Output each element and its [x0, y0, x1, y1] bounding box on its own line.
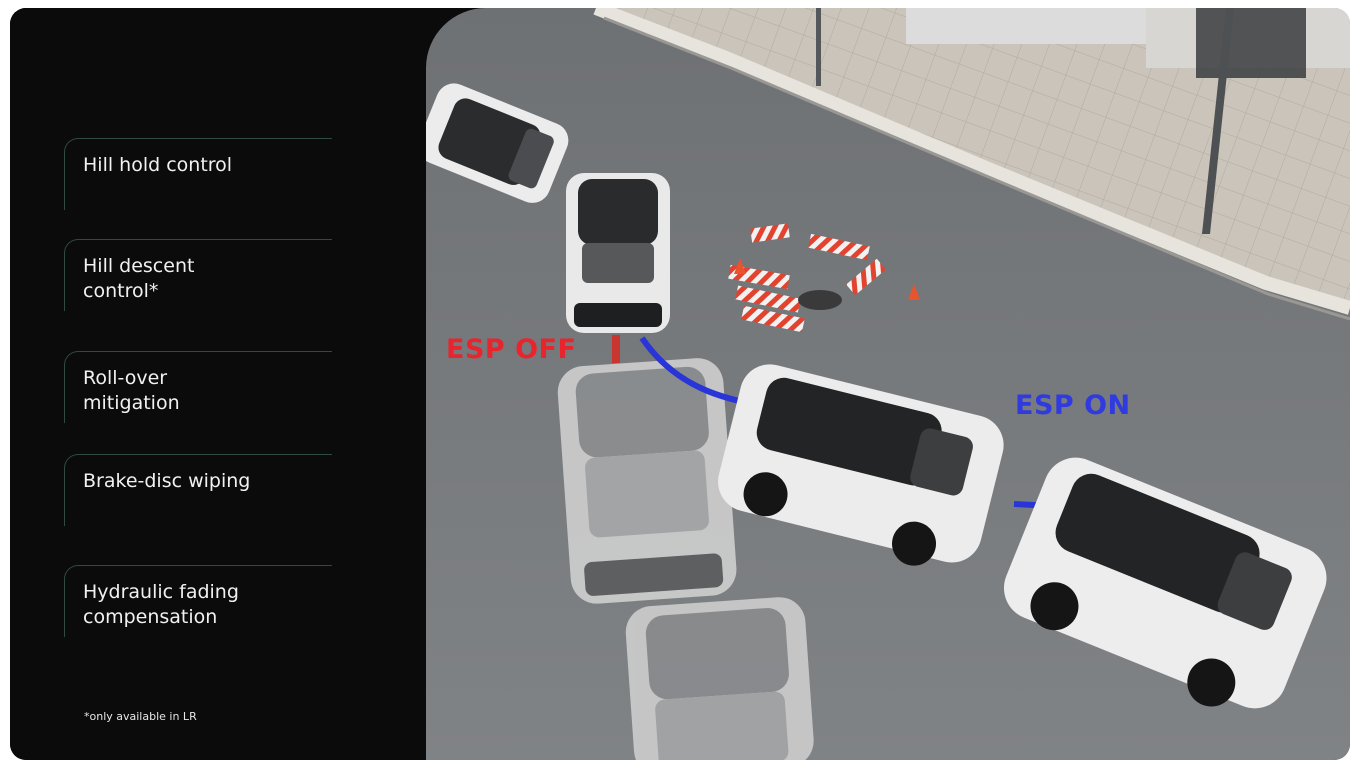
feature-item-hill-hold: Hill hold control — [64, 138, 332, 210]
road-barricades — [728, 223, 920, 333]
esp-on-label: ESP ON — [1015, 390, 1131, 421]
footnote: *only available in LR — [84, 710, 197, 723]
feature-item-brake-disc: Brake-disc wiping — [64, 454, 332, 526]
feature-item-hill-descent: Hill descent control* — [64, 239, 332, 311]
feature-label: Hill descent control* — [83, 255, 195, 302]
feature-label: Hill hold control — [83, 154, 233, 176]
car-ghost — [557, 358, 737, 604]
car-ghost — [625, 597, 814, 760]
lamp-pole — [816, 8, 821, 86]
esp-off-path — [612, 335, 620, 363]
esp-off-label: ESP OFF — [446, 334, 577, 365]
feature-item-hydraulic-fading: Hydraulic fading compensation — [64, 565, 332, 637]
feature-slide: Hill hold control Hill descent control* … — [10, 8, 1350, 760]
car-near-barricade — [566, 173, 670, 333]
feature-label: Brake-disc wiping — [83, 470, 251, 492]
lamp-pole — [1202, 8, 1234, 234]
feature-label: Roll-over mitigation — [83, 367, 180, 414]
car-esp-on-1 — [718, 364, 1004, 566]
car-parked — [426, 83, 569, 203]
curb-edge — [603, 16, 1350, 321]
feature-sidebar: Hill hold control Hill descent control* … — [10, 8, 428, 760]
car-esp-on-2 — [1003, 457, 1327, 709]
feature-item-roll-over: Roll-over mitigation — [64, 351, 332, 423]
esp-illustration — [426, 8, 1350, 760]
esp-off-cars — [426, 83, 814, 760]
building-window — [1196, 8, 1306, 78]
esp-scene-image: ESP OFF ESP ON — [426, 8, 1350, 760]
feature-label: Hydraulic fading compensation — [83, 581, 239, 628]
curb — [593, 8, 1350, 315]
